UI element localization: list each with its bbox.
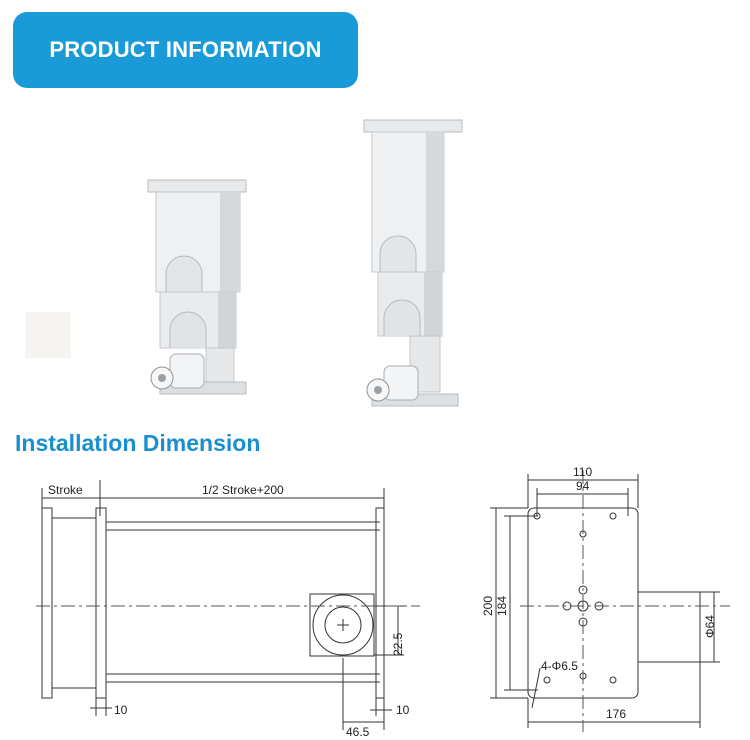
product-information-banner: PRODUCT INFORMATION: [13, 12, 358, 88]
top-view-drawing: [490, 474, 720, 728]
half-stroke-label: 1/2 Stroke+200: [202, 483, 284, 497]
stroke-label: Stroke: [48, 483, 83, 497]
dim-110-label: 110: [573, 465, 592, 479]
dim-176-label: 176: [606, 707, 626, 721]
dim-10-right-label: 10: [396, 703, 410, 717]
dim-10-bottom-label: 10: [114, 703, 128, 717]
dim-184-label: 184: [495, 596, 509, 616]
dim-94-label: 94: [576, 479, 590, 493]
dim-46-5-label: 46.5: [346, 725, 370, 739]
tall-lifting-column-image: [363, 119, 463, 407]
dim-64-label: Φ64: [703, 615, 717, 638]
dim-200-label: 200: [481, 596, 495, 616]
dim-22-5-label: 22.5: [391, 632, 405, 656]
short-lifting-column-image: [147, 179, 247, 395]
installation-dimension-heading: Installation Dimension: [15, 430, 261, 456]
side-view-drawing: [41, 480, 404, 730]
photo-background-patch: [25, 312, 71, 358]
holes-label: 4-Φ6.5: [541, 659, 578, 673]
